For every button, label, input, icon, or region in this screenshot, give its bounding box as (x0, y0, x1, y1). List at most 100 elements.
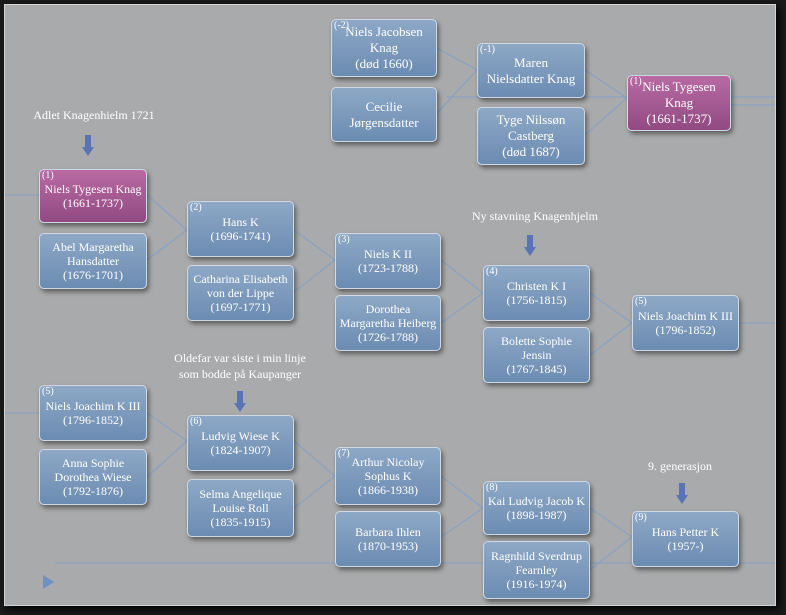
person-line: (1824-1907) (210, 443, 271, 457)
person-line: Fearnley (515, 563, 558, 577)
person-line: Ludvig Wiese K (201, 429, 280, 443)
person-line: (død 1660) (355, 56, 413, 71)
person-line: Ragnhild Sverdrup (491, 549, 582, 563)
down-arrow-icon (234, 391, 246, 413)
person-line: Niels Jacobsen (345, 24, 423, 39)
person-box-niels-joachim-k-iii-a: (5) Niels Joachim K III (1796-1852) (632, 295, 739, 351)
generation-label: (9) (635, 512, 647, 523)
person-box-catharina-elisabeth: Catharina Elisabeth von der Lippe (1697-… (187, 265, 294, 321)
person-box-hans-petter-k: (9) Hans Petter K (1957-) (632, 511, 739, 567)
note-generasjon: 9. generasjon (648, 459, 712, 473)
generation-label: (4) (486, 266, 498, 277)
person-line: Bolette Sophie Jensin (501, 334, 572, 362)
person-box-dorothea-margaretha: Dorothea Margaretha Heiberg (1726-1788) (335, 295, 441, 351)
note-adlet: Adlet Knagenhielm 1721 (33, 108, 155, 122)
play-icon[interactable] (43, 575, 54, 589)
person-line: Hansdatter (67, 254, 119, 268)
person-line: (1866-1938) (358, 483, 418, 497)
person-line: Castberg (508, 128, 554, 143)
note-oldefar-line-1: Oldefar var siste i min linje (174, 351, 306, 365)
person-line: (1835-1915) (210, 515, 271, 529)
person-box-tyge-nilsson-castberg: Tyge Nilssøn Castberg (død 1687) (477, 107, 585, 165)
generation-label: (7) (338, 448, 350, 459)
person-line: Hans Petter K (651, 525, 720, 539)
person-line: (1792-1876) (63, 484, 123, 498)
person-line: Knag (664, 95, 694, 110)
person-box-anna-sophie: Anna Sophie Dorothea Wiese (1792-1876) (39, 449, 147, 505)
family-tree-slide: (-2) Niels Jacobsen Knag (død 1660) Ceci… (4, 4, 776, 606)
person-line: (1756-1815) (506, 293, 567, 307)
person-line: (1696-1741) (210, 229, 271, 243)
person-line: Tyge Nilssøn (496, 112, 566, 127)
person-box-niels-jacobsen-knag: (-2) Niels Jacobsen Knag (død 1660) (331, 19, 437, 77)
generation-label: (5) (635, 296, 647, 307)
person-line: (1898-1987) (506, 508, 567, 522)
person-line: Cecilie (365, 98, 403, 114)
generation-label: (8) (486, 482, 498, 493)
person-box-christen-k-i: (4) Christen K I (1756-1815) (483, 265, 590, 321)
person-line: Niels K II (364, 247, 412, 261)
person-line: (død 1687) (502, 144, 560, 159)
person-line: Dorothea Wiese (54, 470, 132, 484)
person-box-kai-ludvig-jacob: (8) Kai Ludvig Jacob K (1898-1987) (483, 481, 590, 535)
person-line: Louise Roll (212, 501, 269, 515)
person-box-niels-k-ii: (3) Niels K II (1723-1788) (335, 233, 441, 289)
person-line: Niels Joachim K III (638, 309, 733, 323)
person-line: (1796-1852) (63, 413, 123, 427)
person-line: Dorothea (365, 302, 411, 316)
generation-label: (5) (42, 386, 54, 397)
person-line: Niels Joachim K III (45, 399, 141, 413)
note-ny-stavning: Ny stavning Knagenhjelm (472, 209, 598, 223)
person-box-ludvig-wiese-k: (6) Ludvig Wiese K (1824-1907) (187, 415, 294, 471)
person-line: Sophus K (364, 469, 412, 483)
person-box-niels-joachim-k-iii-b: (5) Niels Joachim K III (1796-1852) (39, 385, 147, 441)
person-line: (1676-1701) (63, 268, 123, 282)
person-box-maren-nielsdatter-knag: (-1) Maren Nielsdatter Knag (477, 43, 585, 98)
generation-label: (2) (190, 202, 202, 213)
note-oldefar: Oldefar var siste i min linje som bodde … (155, 350, 325, 382)
person-line: Maren (514, 54, 548, 70)
person-line: Selma Angelique (199, 487, 282, 501)
person-line: Anna Sophie (61, 456, 125, 470)
person-box-niels-tygesen-knag: (1) Niels Tygesen Knag (1661-1737) (39, 169, 147, 223)
person-line: Hans K (222, 215, 259, 229)
person-line: Niels Tygesen (642, 79, 716, 94)
person-line: (1726-1788) (358, 330, 418, 344)
person-box-hans-k: (2) Hans K (1696-1741) (187, 201, 294, 257)
person-box-cecilie-jorgensdatter: Cecilie Jørgensdatter (331, 87, 437, 142)
person-line: Abel Margaretha (52, 240, 134, 254)
generation-label: (1) (630, 76, 642, 87)
person-line: (1870-1953) (358, 539, 418, 553)
generation-label: (1) (42, 170, 54, 181)
person-box-ragnhild-sverdrup: Ragnhild Sverdrup Fearnley (1916-1974) (483, 541, 590, 599)
down-arrow-icon (82, 135, 94, 157)
person-line: Nielsdatter Knag (486, 70, 576, 86)
down-arrow-icon (524, 235, 536, 257)
person-line: Knag (369, 40, 399, 55)
person-line: Jørgensdatter (349, 114, 419, 130)
generation-label: (-2) (334, 20, 349, 31)
note-oldefar-line-2: som bodde på Kaupanger (178, 367, 302, 381)
person-line: Margaretha Heiberg (339, 316, 437, 330)
person-box-bolette-sophie: Bolette Sophie Jensin (1767-1845) (483, 327, 590, 383)
down-arrow-icon (676, 483, 688, 505)
person-line: (1697-1771) (210, 300, 271, 314)
generation-label: (3) (338, 234, 350, 245)
person-line: (1661-1737) (646, 111, 712, 126)
generation-label: (6) (190, 416, 202, 427)
person-line: Catharina Elisabeth (193, 272, 288, 286)
person-box-barbara-ihlen: Barbara Ihlen (1870-1953) (335, 511, 441, 567)
person-line: (1723-1788) (358, 261, 418, 275)
person-line: (1767-1845) (506, 362, 567, 376)
person-box-niels-tygesen-knag-top: (1) Niels Tygesen Knag (1661-1737) (627, 75, 731, 131)
person-line: (1796-1852) (655, 323, 716, 337)
person-box-selma-angelique: Selma Angelique Louise Roll (1835-1915) (187, 479, 294, 537)
person-line: Arthur Nicolay (351, 455, 425, 469)
person-box-abel-margaretha: Abel Margaretha Hansdatter (1676-1701) (39, 233, 147, 289)
person-line: Barbara Ihlen (355, 525, 421, 539)
person-line: (1957-) (667, 539, 704, 553)
person-line: (1916-1974) (506, 577, 567, 591)
person-line: von der Lippe (206, 286, 275, 300)
person-line: (1661-1737) (63, 196, 123, 210)
